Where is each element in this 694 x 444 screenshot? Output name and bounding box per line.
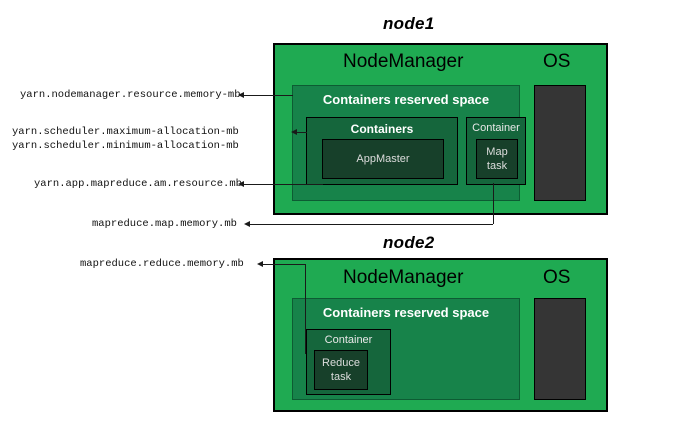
arrow-map-memory (244, 220, 250, 227)
node2-container-label: Container (324, 334, 373, 346)
node2-nodemanager-label: NodeManager (343, 267, 464, 288)
node1-box: NodeManager OS Containers reserved space… (273, 43, 608, 215)
node1-title: node1 (383, 14, 435, 33)
arrow-am-resource (238, 180, 244, 187)
node1-reserved-space: Containers reserved space Containers App… (292, 85, 526, 201)
arrow-scheduler-allocation (291, 128, 297, 135)
label-scheduler-minimum: yarn.scheduler.minimum-allocation-mb (12, 140, 239, 152)
map-task-box: Map task (476, 139, 518, 179)
line-am-resource (244, 184, 323, 185)
node2-reduce-container: Container Reduce task (306, 329, 391, 395)
arrow-nodemanager-memory (238, 91, 244, 98)
node1-containers-label: Containers (350, 122, 414, 136)
node1-reserved-label: Containers reserved space (322, 92, 490, 107)
label-scheduler-maximum: yarn.scheduler.maximum-allocation-mb (12, 126, 239, 138)
node2-reserved-label: Containers reserved space (322, 305, 490, 320)
label-reduce-memory: mapreduce.reduce.memory.mb (80, 258, 244, 270)
node1-nodemanager-label: NodeManager (343, 51, 464, 72)
line-map-memory-vertical (493, 183, 494, 224)
line-nodemanager-memory (244, 95, 293, 96)
line-scheduler-allocation (297, 132, 307, 133)
reduce-task-box: Reduce task (314, 350, 368, 390)
reduce-task-label: Reduce task (322, 357, 360, 383)
appmaster-box: AppMaster (322, 139, 444, 179)
node2-os-label: OS (543, 267, 571, 288)
line-reduce-memory-vertical (305, 264, 306, 354)
map-task-label: Map task (486, 146, 508, 172)
node1-container-label: Container (472, 122, 520, 134)
line-map-memory-horizontal (250, 224, 493, 225)
node1-map-container: Container Map task (466, 117, 526, 185)
label-am-resource: yarn.app.mapreduce.am.resource.mb (34, 178, 242, 190)
line-reduce-memory-horizontal (263, 264, 306, 265)
node2-os-memory-block (534, 298, 586, 400)
arrow-reduce-memory (257, 260, 263, 267)
node1-os-memory-block (534, 85, 586, 201)
node1-os-label: OS (543, 51, 571, 72)
appmaster-label: AppMaster (356, 153, 410, 165)
node1-containers-group: Containers AppMaster (306, 117, 458, 185)
node2-box: NodeManager OS Containers reserved space… (273, 258, 608, 412)
label-nodemanager-memory: yarn.nodemanager.resource.memory-mb (20, 89, 241, 101)
label-map-memory: mapreduce.map.memory.mb (92, 218, 237, 230)
node2-title: node2 (383, 233, 435, 252)
node2-reserved-space: Containers reserved space Container Redu… (292, 298, 520, 400)
